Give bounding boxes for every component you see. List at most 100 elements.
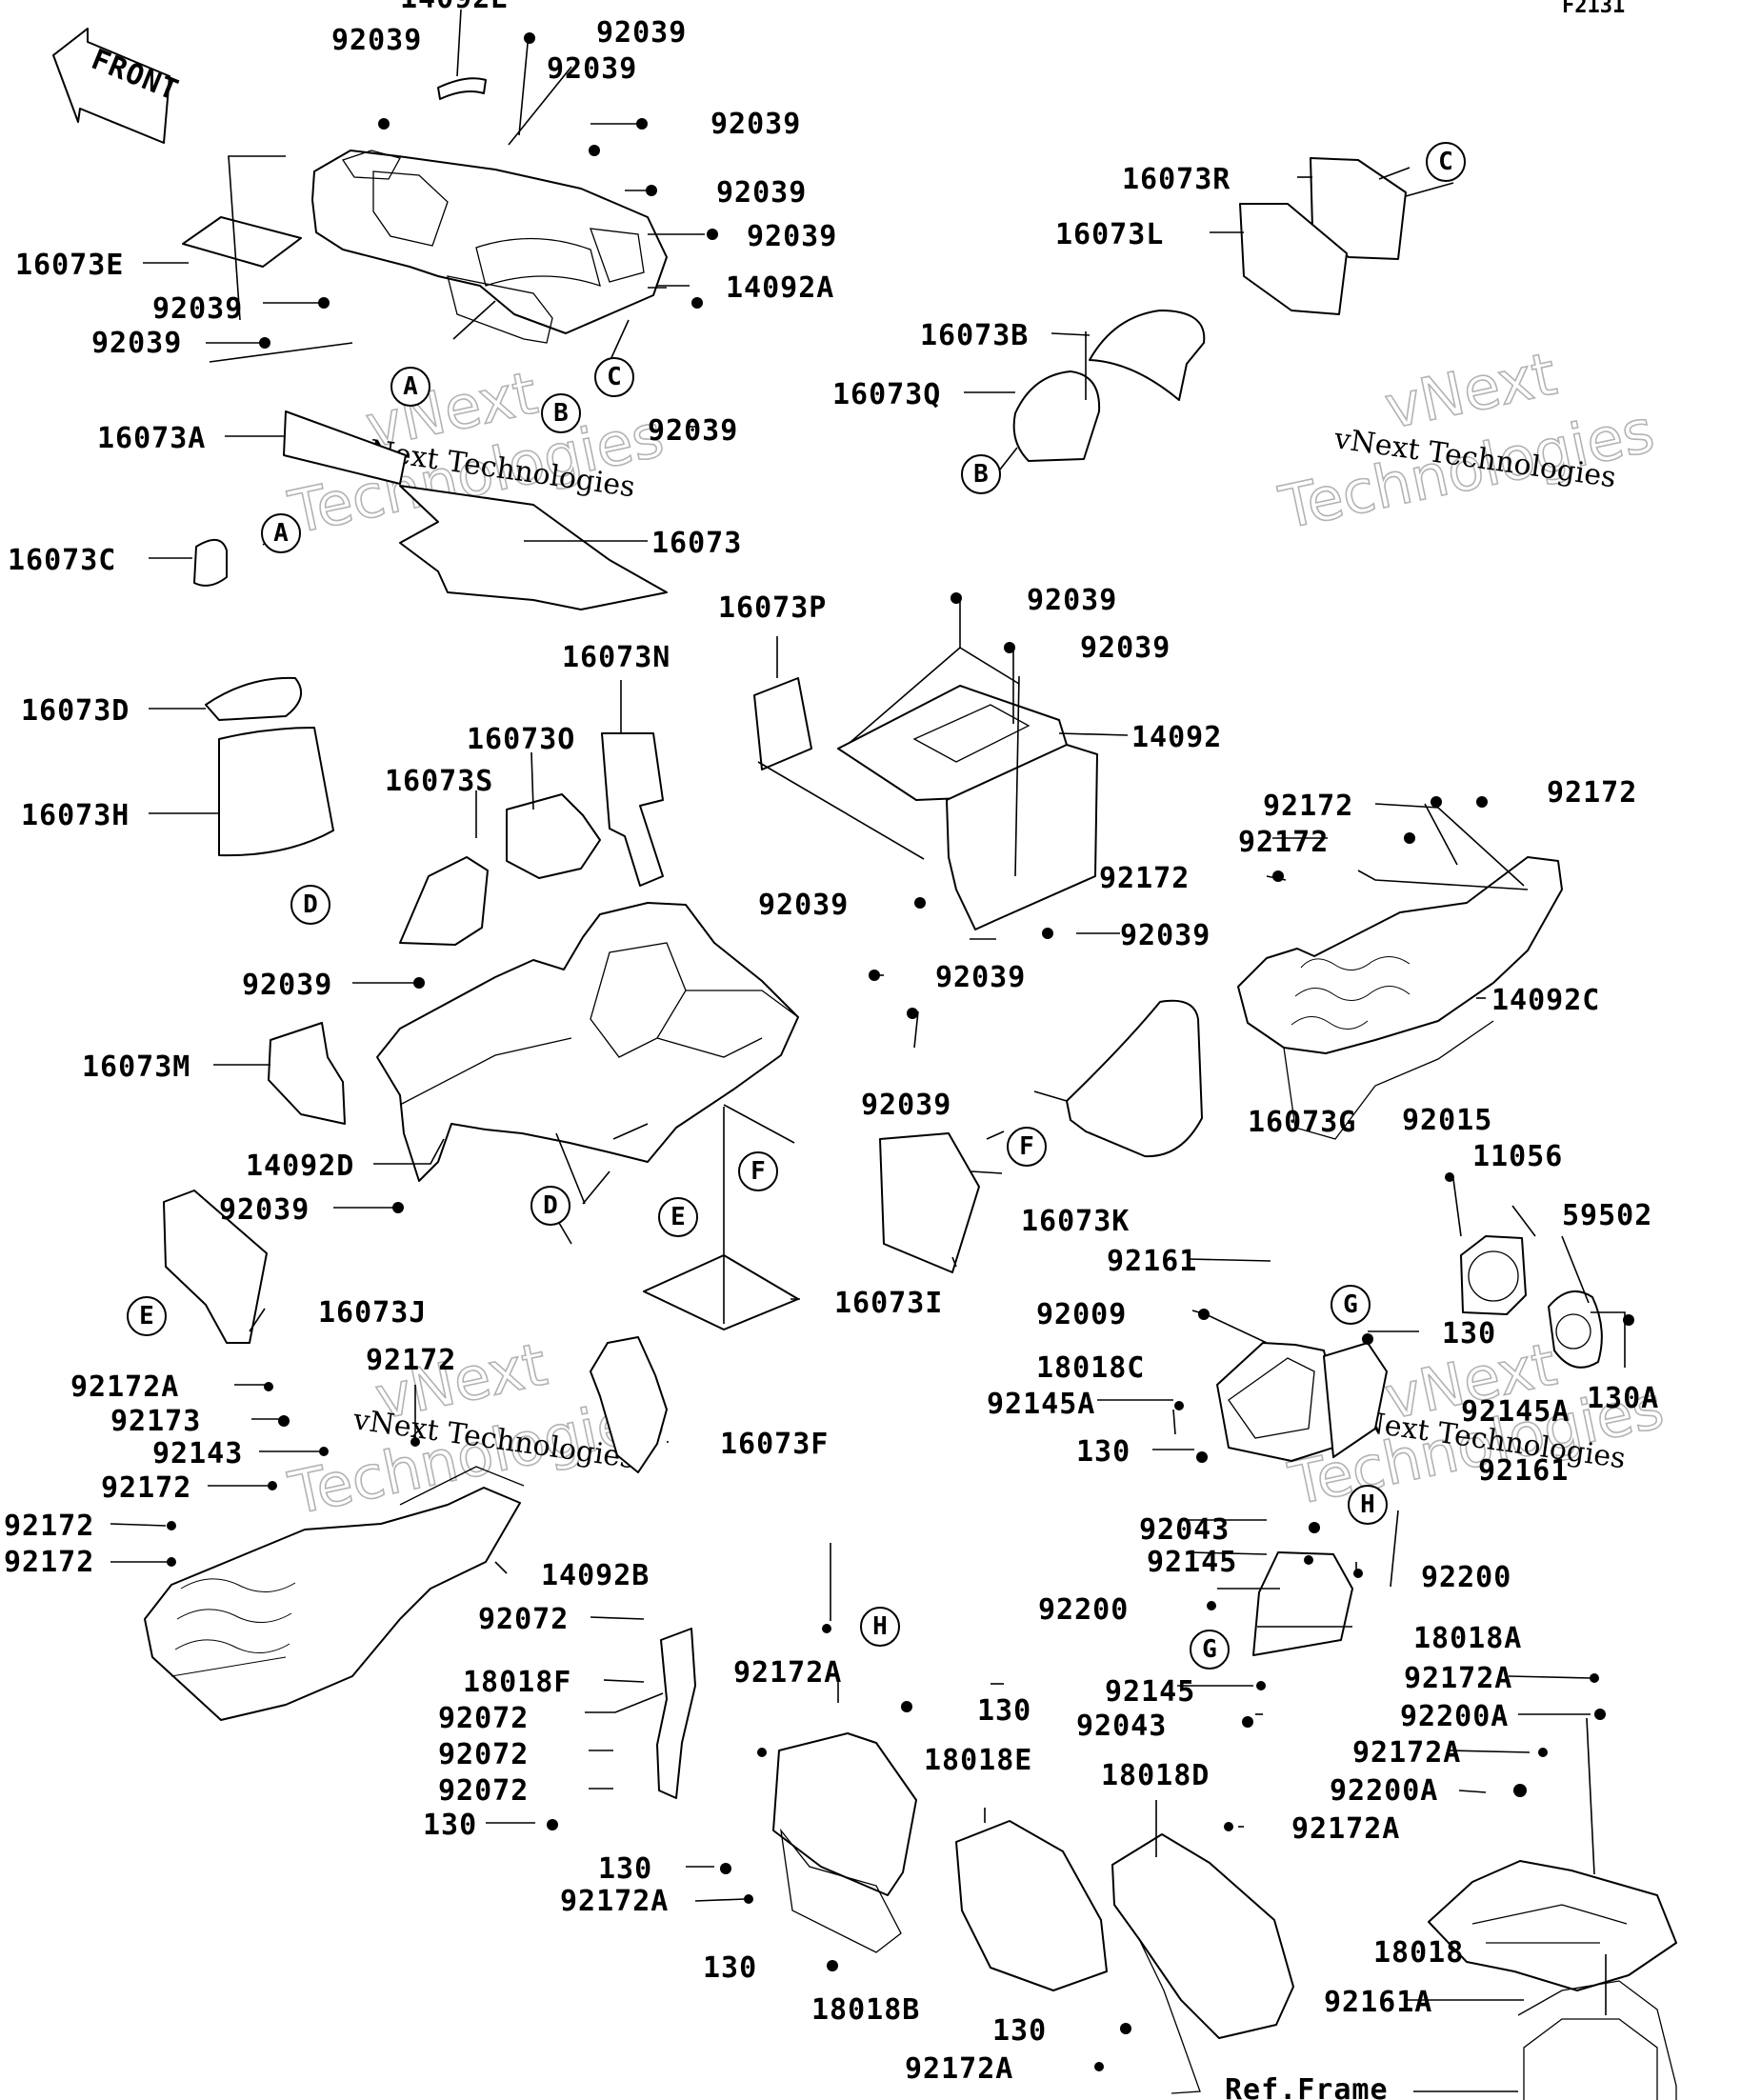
part-label: 92172A (905, 2052, 1013, 2086)
part-label: 92039 (716, 176, 807, 210)
part-label: 130 (977, 1694, 1031, 1728)
part-label: 92039 (861, 1089, 951, 1122)
part-label: 92039 (219, 1193, 310, 1227)
fasteners (167, 32, 1634, 2071)
figure-code: F2131 (1562, 0, 1625, 18)
part-label: 92200 (1421, 1561, 1511, 1594)
callout-letter: G (1202, 1635, 1217, 1664)
part-label: 16073O (467, 723, 575, 756)
part-label: 16073P (718, 591, 827, 625)
part-label: 92143 (152, 1437, 243, 1470)
part-label: 16073J (318, 1296, 427, 1330)
part-label: 16073I (834, 1287, 943, 1320)
part-label: 14092 (1131, 721, 1222, 754)
callout-letter: B (553, 399, 569, 428)
part-label: 16073S (385, 765, 493, 798)
callout-letter: F (1019, 1132, 1034, 1161)
part-label: 18018D (1101, 1759, 1210, 1792)
front-arrow-icon: FRONT (52, 28, 183, 144)
part-label: 16073K (1021, 1205, 1130, 1238)
watermark-text: vNext (1379, 1330, 1562, 1433)
part-label: 14092D (246, 1150, 354, 1183)
part-14092C (1237, 856, 1563, 1140)
part-label: 92172A (1404, 1662, 1512, 1695)
part-label: 18018C (1036, 1351, 1145, 1385)
callout-letter: D (303, 890, 318, 919)
part-label: 16073 (651, 527, 742, 560)
part-label: 92039 (547, 52, 637, 86)
part-label: 92172 (4, 1546, 94, 1579)
part-label: 92039 (331, 24, 422, 57)
part-label: 130 (992, 2014, 1047, 2048)
part-label: 18018B (811, 1993, 920, 2027)
part-label: 14092B (541, 1559, 650, 1592)
part-label: 92145 (1147, 1546, 1237, 1579)
part-label: 92039 (1120, 919, 1211, 952)
part-label: 92173 (110, 1405, 201, 1438)
part-label: 92072 (438, 1774, 529, 1808)
part-label: 92172A (70, 1370, 179, 1404)
part-14092D (376, 902, 799, 1182)
part-label: 92172 (101, 1471, 191, 1505)
part-label: 92039 (758, 889, 849, 922)
part-label: 92043 (1076, 1710, 1167, 1743)
part-label: 92043 (1139, 1513, 1230, 1547)
part-label: 59502 (1562, 1199, 1652, 1232)
part-label: 92161 (1478, 1454, 1569, 1488)
part-label: 92039 (596, 16, 687, 50)
part-label: 16073A (97, 422, 206, 455)
callout-letter: D (543, 1191, 558, 1220)
part-label: 18018E (924, 1744, 1032, 1777)
part-label: 92039 (152, 292, 243, 326)
part-label: 16073L (1055, 218, 1164, 251)
part-label: 92161 (1107, 1245, 1197, 1278)
part-label: 92072 (478, 1603, 569, 1636)
part-label: 130A (1587, 1382, 1659, 1415)
part-label: 92172 (1099, 862, 1190, 895)
part-label: 18018 (1373, 1936, 1464, 1970)
part-label: 92172 (366, 1344, 456, 1377)
part-label: 130 (703, 1951, 757, 1985)
callout-letter: H (872, 1612, 888, 1641)
part-label: 92172A (1352, 1736, 1461, 1770)
callout-letter: G (1343, 1290, 1358, 1319)
callouts: A B C A B C D D E E F F G G H H (127, 142, 1466, 1670)
part-label: 16073E (15, 249, 124, 282)
part-label: 92145A (987, 1388, 1095, 1421)
part-14092A (311, 150, 668, 344)
part-label: 92039 (1080, 631, 1171, 665)
part-label: 92072 (438, 1702, 529, 1735)
part-label: 92039 (1027, 584, 1117, 617)
part-label: 16073G (1248, 1106, 1356, 1139)
callout-letter: A (273, 519, 289, 548)
part-label: 16073F (720, 1428, 829, 1461)
part-label: 16073N (562, 641, 670, 674)
callout-letter: B (973, 460, 989, 489)
part-label: 11056 (1472, 1140, 1563, 1173)
part-label: 92161A (1324, 1986, 1432, 2019)
part-shapes (144, 77, 1677, 2100)
part-label: 92039 (648, 414, 738, 448)
part-label: 92009 (1036, 1298, 1127, 1331)
part-label: 16073D (21, 694, 130, 728)
part-label: 92172A (1291, 1812, 1400, 1846)
part-label: 16073H (21, 799, 130, 832)
part-label: 16073R (1122, 163, 1231, 196)
part-label: 18018F (463, 1666, 571, 1699)
part-label: 130 (423, 1809, 477, 1842)
part-label: 92172 (1238, 826, 1329, 859)
callout-letter: E (139, 1302, 154, 1330)
part-label: 130 (1442, 1317, 1496, 1350)
part-label: 14092C (1491, 984, 1600, 1017)
part-label: 92145A (1461, 1395, 1570, 1429)
part-label: 92172 (1263, 790, 1353, 823)
callout-letter: A (403, 372, 418, 401)
part-label: 16073C (8, 544, 116, 577)
part-label: 14092E (400, 0, 509, 15)
part-label: Ref.Frame (1225, 2073, 1389, 2100)
part-label: 92015 (1402, 1104, 1492, 1137)
callout-letter: E (670, 1203, 686, 1231)
part-label: 92039 (91, 327, 182, 360)
part-label: 92039 (710, 108, 801, 141)
